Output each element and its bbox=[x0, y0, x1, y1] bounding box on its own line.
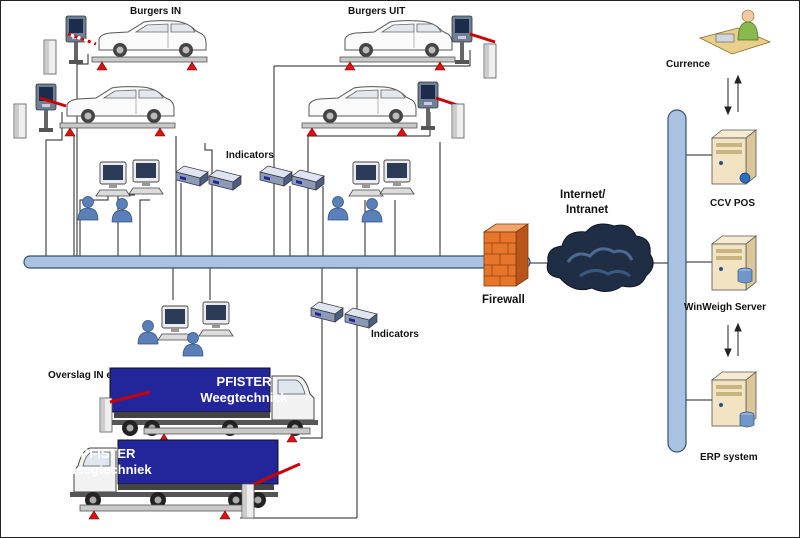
erp-label: ERP system bbox=[700, 452, 758, 463]
barrier-arm bbox=[109, 390, 151, 404]
burgers-in-label: Burgers IN bbox=[130, 6, 181, 17]
indicators-top-label: Indicators bbox=[226, 150, 274, 161]
terminal-kiosk-icon bbox=[35, 83, 57, 133]
truck2-brand: PFISTER bbox=[81, 446, 137, 461]
computer-icon bbox=[379, 159, 415, 195]
ccv-pos-label: CCV POS bbox=[710, 198, 755, 209]
pos-badge-icon bbox=[739, 172, 751, 184]
indicators-bottom-label: Indicators bbox=[371, 329, 419, 340]
barrier-pillar-icon bbox=[43, 39, 57, 75]
weighbridge-platform bbox=[91, 56, 208, 71]
barrier-pillar-icon bbox=[451, 103, 465, 139]
indicator-icon bbox=[310, 301, 344, 323]
winweigh-label: WinWeigh Server bbox=[684, 302, 766, 313]
computer-icon bbox=[95, 161, 131, 197]
burgers-uit-label: Burgers UIT bbox=[348, 6, 405, 17]
backbone-pipe bbox=[667, 109, 687, 453]
barrier-arm bbox=[469, 32, 496, 44]
computer-icon bbox=[157, 305, 193, 341]
user-icon bbox=[327, 196, 349, 221]
connection-lines bbox=[45, 50, 712, 519]
barrier-pillar-icon bbox=[483, 43, 497, 79]
currence-label: Currence bbox=[666, 59, 710, 70]
computer-icon bbox=[128, 159, 164, 195]
truck1-subtitle: Weegtechniek bbox=[200, 390, 288, 405]
indicator-icon bbox=[291, 169, 325, 191]
currence-icon bbox=[698, 9, 772, 55]
weighbridge-platform bbox=[301, 122, 418, 137]
user-icon bbox=[137, 320, 159, 345]
bidirectional-arrows bbox=[724, 74, 742, 358]
database-icon bbox=[739, 411, 755, 428]
internet-label-line1: Internet/ bbox=[560, 189, 606, 201]
barrier-arm bbox=[39, 96, 67, 108]
computer-icon bbox=[198, 301, 234, 337]
indicator-icon bbox=[259, 165, 293, 187]
user-icon bbox=[111, 198, 133, 223]
barrier-arm bbox=[67, 32, 97, 46]
network-bus bbox=[23, 255, 531, 269]
firewall-icon bbox=[482, 223, 530, 287]
car-icon bbox=[98, 20, 207, 58]
overslag-label: Overslag IN en UIT bbox=[48, 370, 137, 381]
barrier-pillar-icon bbox=[13, 103, 27, 139]
truck2-subtitle: Weegtechniek bbox=[64, 462, 152, 477]
indicator-icon bbox=[344, 307, 378, 329]
weighbridge-platform bbox=[339, 56, 456, 71]
indicator-icon bbox=[208, 169, 242, 191]
car-icon bbox=[66, 86, 175, 124]
barrier-arm bbox=[253, 462, 301, 486]
cloud-icon bbox=[546, 223, 654, 292]
barrier-pillar-icon bbox=[99, 397, 113, 433]
computer-icon bbox=[348, 161, 384, 197]
firewall-label: Firewall bbox=[482, 294, 525, 306]
truck-platform bbox=[79, 504, 247, 520]
terminal-kiosk-icon bbox=[417, 81, 439, 131]
truck1-brand: PFISTER bbox=[217, 374, 273, 389]
internet-label-line2: Intranet bbox=[566, 204, 608, 216]
car-icon bbox=[308, 86, 417, 124]
database-icon bbox=[737, 267, 753, 284]
barrier-pillar-icon bbox=[241, 483, 255, 519]
car-icon bbox=[344, 20, 453, 58]
